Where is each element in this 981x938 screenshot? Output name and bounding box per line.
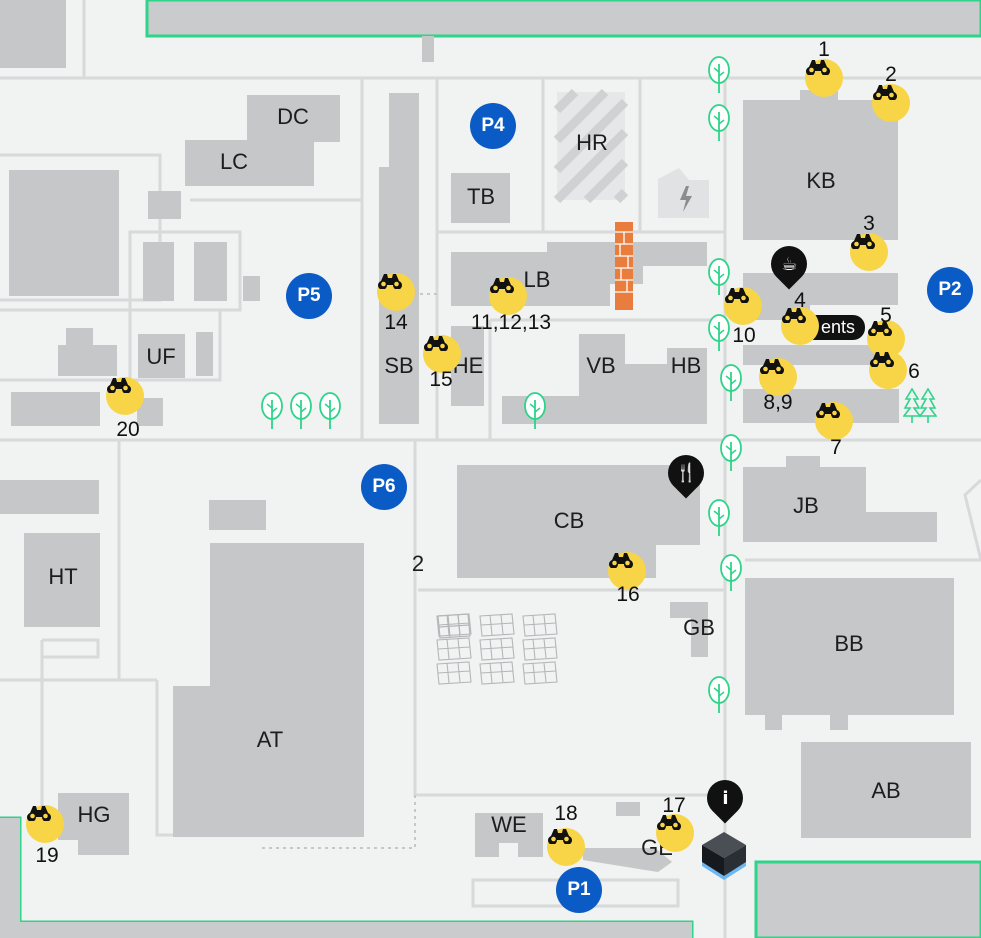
viewpoint-label-1: 1 [818, 38, 830, 61]
building-label-ab: AB [871, 778, 901, 803]
conifer-tree-icon [918, 387, 938, 424]
chimney [615, 222, 633, 310]
tree-icon [719, 364, 743, 402]
building-label-cb: CB [553, 508, 585, 533]
viewpoint-5[interactable] [867, 320, 905, 358]
viewpoint-label-15: 15 [429, 368, 453, 391]
building-label-bb: BB [834, 631, 864, 656]
viewpoint-label-4: 4 [794, 289, 806, 312]
tree-icon [318, 392, 342, 430]
viewpoint-label-17: 17 [662, 794, 686, 817]
viewpoint-label-18: 18 [554, 802, 578, 825]
building-label-kb: KB [806, 168, 836, 193]
parking-p6[interactable]: P6 [361, 464, 407, 510]
parking-p1[interactable]: P1 [556, 867, 602, 913]
building-label-jb: JB [793, 493, 819, 518]
building-label-hb: HB [670, 353, 702, 378]
viewpoint-19[interactable] [26, 805, 64, 843]
building-label-lc: LC [219, 149, 249, 174]
viewpoint-label-19: 19 [35, 844, 59, 867]
tree-icon [707, 314, 731, 352]
viewpoint-label-7: 7 [830, 436, 842, 459]
parking-p2[interactable]: P2 [927, 267, 973, 313]
road-number-label: 2 [411, 551, 425, 576]
viewpoint-label-2: 2 [885, 63, 897, 86]
viewpoint-8-9[interactable] [759, 358, 797, 396]
cube-icon [702, 832, 746, 880]
building-label-dc: DC [277, 104, 309, 129]
viewpoint-4[interactable] [781, 307, 819, 345]
building-label-gb: GB [683, 615, 715, 640]
viewpoint-label-14: 14 [384, 311, 408, 334]
building-label-lb: LB [523, 267, 551, 292]
viewpoint-label-3: 3 [863, 212, 875, 235]
viewpoint-11-12-13[interactable] [489, 277, 527, 315]
fork-knife-icon: 🍴 [674, 462, 698, 484]
viewpoint-10[interactable] [724, 287, 762, 325]
building-top-left [0, 0, 66, 68]
info-icon: i [721, 787, 729, 809]
solar-panels-array [436, 613, 558, 685]
building-label-we: WE [491, 812, 527, 837]
viewpoint-2[interactable] [872, 84, 910, 122]
tree-icon [289, 392, 313, 430]
tree-icon [523, 392, 547, 430]
building-label-hg: HG [77, 802, 111, 827]
viewpoint-label-11-12-13: 11,12,13 [470, 311, 552, 334]
boundary-bottom-right [754, 860, 981, 938]
viewpoint-label-5: 5 [880, 304, 892, 327]
tree-icon [719, 434, 743, 472]
viewpoint-7[interactable] [815, 402, 853, 440]
viewpoint-14[interactable] [377, 273, 415, 311]
building-label-sb: SB [384, 353, 414, 378]
parking-p5[interactable]: P5 [286, 273, 332, 319]
buildings [0, 88, 971, 872]
building-label-tb: TB [466, 184, 496, 209]
tree-icon [707, 676, 731, 714]
building-label-hr: HR [576, 130, 608, 155]
tree-icon [260, 392, 284, 430]
parking-p4[interactable]: P4 [470, 103, 516, 149]
coffee-cup-icon: ☕ [780, 253, 798, 275]
tree-icon [719, 554, 743, 592]
solar-panel-grid [434, 612, 560, 686]
viewpoint-label-20: 20 [116, 418, 140, 441]
building-label-uf: UF [146, 344, 176, 369]
tree-icon [707, 56, 731, 94]
viewpoint-label-10: 10 [732, 324, 756, 347]
boundary-top [145, 0, 981, 38]
viewpoint-18[interactable] [547, 828, 585, 866]
viewpoint-15[interactable] [423, 335, 461, 373]
viewpoint-label-16: 16 [616, 583, 640, 606]
viewpoint-1[interactable] [805, 59, 843, 97]
conifer-tree-icon [902, 387, 922, 424]
viewpoint-label-8-9: 8,9 [763, 391, 793, 414]
viewpoint-6[interactable] [869, 351, 907, 389]
building-label-vb: VB [586, 353, 616, 378]
viewpoint-20[interactable] [106, 377, 144, 415]
lightning-icon [680, 186, 692, 212]
viewpoint-16[interactable] [608, 552, 646, 590]
viewpoint-3[interactable] [850, 233, 888, 271]
viewpoint-17[interactable] [656, 814, 694, 852]
tree-icon [707, 499, 731, 537]
building-label-at: AT [256, 727, 284, 752]
viewpoint-label-6: 6 [908, 360, 920, 383]
building-small-gate [422, 36, 434, 62]
building-label-ht: HT [48, 564, 78, 589]
tree-icon [707, 104, 731, 142]
tree-icon [707, 258, 731, 296]
